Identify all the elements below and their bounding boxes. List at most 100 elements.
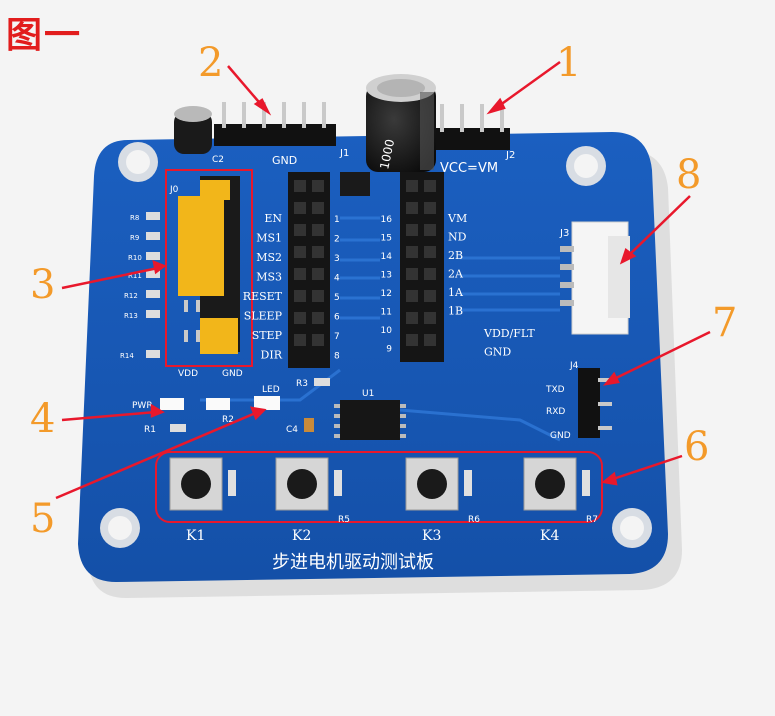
push-button-k2[interactable] [275, 457, 342, 511]
left-pin-name: MS3 [256, 271, 282, 284]
driver-socket-right [400, 172, 444, 362]
jumper-block [165, 169, 253, 367]
button-resistor-label: R6 [468, 515, 480, 525]
c2-label: C2 [212, 155, 224, 165]
left-pin-number: 4 [334, 274, 340, 284]
j2-ref: J2 [505, 150, 515, 161]
pwr-label: PWR [132, 401, 153, 411]
j4-ref: J4 [569, 361, 579, 371]
cap-marking: 1000 [377, 138, 397, 171]
figure-label: 图一 [6, 15, 83, 56]
left-pin-number: 6 [334, 313, 340, 323]
right-pin-number: 10 [381, 326, 393, 336]
callout-7: 7 [712, 300, 738, 346]
button-resistor-label: R7 [586, 515, 598, 525]
electrolytic-capacitor [366, 74, 436, 172]
r9-label: R9 [130, 234, 139, 242]
button-area-outline [155, 451, 603, 523]
j4-rxd: RXD [546, 407, 565, 417]
c4-part [304, 418, 314, 432]
right-pin-number: 13 [381, 271, 392, 281]
r8-label: R8 [130, 214, 139, 222]
button-label: K4 [540, 528, 559, 544]
r10-label: R10 [128, 254, 142, 262]
j1-ref: J1 [339, 148, 349, 159]
button-resistor-label: R5 [338, 515, 350, 525]
left-pin-number: 8 [334, 352, 340, 362]
right-pin-name: VDD/FLT [483, 327, 535, 340]
right-pin-number: 11 [381, 308, 392, 318]
right-pin-number: 9 [386, 345, 392, 355]
chip-u1 [334, 400, 406, 440]
left-pin-name: MS2 [256, 251, 282, 264]
connector-j3 [560, 221, 630, 335]
j4-txd: TXD [545, 385, 565, 395]
r12-label: R12 [124, 292, 138, 300]
driver-socket-left [288, 172, 330, 368]
left-pin-number: 3 [334, 254, 340, 264]
r13-label: R13 [124, 312, 138, 320]
left-pin-number: 2 [334, 235, 340, 245]
right-pin-number: 12 [381, 289, 392, 299]
j2-vcc-label: VCC=VM [440, 161, 498, 176]
r3-label: R3 [296, 379, 308, 389]
callout-4: 4 [30, 396, 56, 442]
left-pin-name: EN [264, 212, 282, 225]
u1-label: U1 [362, 389, 374, 399]
callout-8: 8 [676, 152, 702, 198]
push-button-k1[interactable] [169, 457, 236, 511]
callout-arrows [55, 60, 711, 500]
left-pin-number: 7 [334, 332, 340, 342]
r3-part [314, 378, 330, 386]
right-pin-number: 14 [381, 252, 393, 262]
left-pin-name: MS1 [256, 232, 282, 245]
callout-3: 3 [30, 262, 56, 308]
header-j2 [432, 104, 510, 150]
small-capacitor [174, 106, 212, 154]
c4-label: C4 [286, 425, 298, 435]
callout-1: 1 [556, 40, 582, 86]
board-title: 步进电机驱动测试板 [272, 552, 434, 573]
callout-5: 5 [30, 496, 56, 542]
right-pin-name: ND [448, 231, 467, 244]
left-pin-name: RESET [243, 290, 283, 303]
left-pin-name: DIR [261, 349, 283, 362]
right-pin-name: 1B [448, 305, 463, 318]
j4-gnd: GND [550, 431, 571, 441]
led-label: LED [262, 385, 280, 395]
small-ic [340, 172, 370, 196]
right-pin-number: 15 [381, 234, 392, 244]
button-label: K1 [186, 528, 205, 544]
j0-ref: J0 [169, 185, 179, 195]
r2-label: R2 [222, 415, 234, 425]
callout-6: 6 [684, 424, 710, 470]
vdd-label: VDD [178, 369, 198, 379]
gnd-jumper-label: GND [222, 369, 243, 379]
right-pin-name: 1A [448, 286, 464, 299]
mounting-holes [100, 142, 652, 548]
left-resistors [146, 212, 160, 358]
right-pin-name: 2B [448, 249, 463, 262]
right-pin-name: 2A [448, 268, 464, 281]
push-button-k4[interactable] [523, 457, 590, 511]
r11-label: R11 [128, 272, 142, 280]
right-pin-name: GND [484, 346, 511, 359]
left-pin-name: SLEEP [244, 310, 283, 323]
left-pin-number: 1 [334, 215, 340, 225]
button-label: K2 [292, 528, 311, 544]
j1-gnd-label: GND [272, 154, 297, 167]
button-label: K3 [422, 528, 441, 544]
right-pin-name: VM [447, 212, 467, 225]
r1-label: R1 [144, 425, 156, 435]
callout-2: 2 [198, 40, 224, 86]
pwr-led-area [160, 396, 280, 432]
r14-label: R14 [120, 352, 134, 360]
push-button-k3[interactable] [405, 457, 472, 511]
header-j1 [214, 102, 336, 146]
left-pin-name: STEP [252, 329, 283, 342]
j3-ref: J3 [559, 228, 569, 239]
left-pin-number: 5 [334, 293, 340, 303]
right-pin-number: 16 [381, 215, 393, 225]
header-j4 [578, 368, 612, 438]
